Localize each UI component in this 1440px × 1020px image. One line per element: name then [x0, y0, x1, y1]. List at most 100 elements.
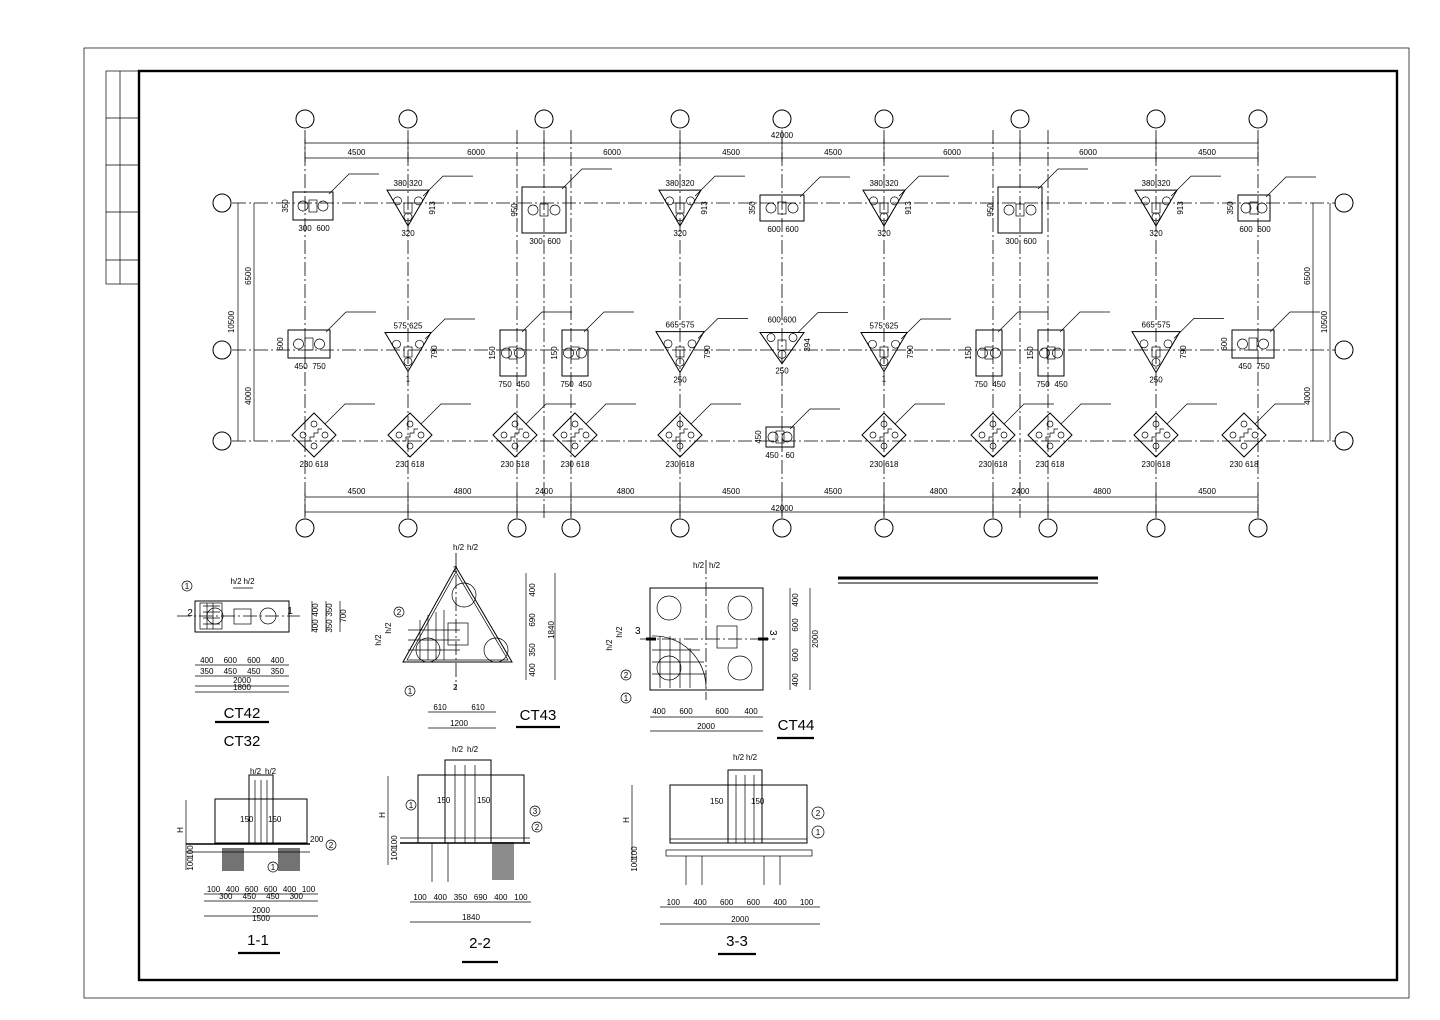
ct43-right-3: 350: [528, 643, 537, 657]
cap-dim-label: 913: [700, 201, 709, 215]
detail-dim-label: 100: [413, 893, 427, 902]
axis-bubble-bottom: [874, 518, 894, 538]
sec11-total-2: 1500: [252, 914, 270, 923]
detail-dim-label: 100: [514, 893, 528, 902]
detail-dim-label: 450: [243, 892, 257, 901]
cap-dim-label: 575 625: [870, 321, 899, 330]
detail-dim-label: 300: [290, 892, 304, 901]
sec33-total: 2000: [731, 915, 749, 924]
axis-bubble-left: [212, 340, 232, 360]
sec11-marker-1: 1: [271, 863, 276, 872]
ct42-bottom-total-2: 1800: [233, 683, 251, 692]
axis-bubble-bottom: [1146, 518, 1166, 538]
cap-dim-label: 600: [316, 224, 330, 233]
leader-line: [324, 403, 375, 425]
detail-dim-label: 100: [667, 898, 681, 907]
cap-dim-label: 450: [294, 362, 308, 371]
ct42-h2-right: h/2: [243, 577, 255, 586]
cap-dim-label: 600: [767, 225, 781, 234]
diamond-pile-cap: 230 618: [1027, 403, 1111, 469]
top-axis-dim: 4500: [348, 148, 366, 157]
cap-dim-label: 450: [1054, 380, 1068, 389]
diamond-pile-cap: 230 618: [291, 403, 375, 469]
sec22-h-label: H: [378, 812, 387, 818]
sec33-h2-right: h/2: [746, 753, 758, 762]
ct43-marker-1: 1: [408, 687, 413, 696]
diamond-pile-cap: 230 618: [861, 403, 945, 469]
top-axis-dim: 4500: [1198, 148, 1216, 157]
ct32-title: CT32: [224, 733, 261, 750]
ct43-title: CT43: [520, 707, 557, 724]
leader-line: [797, 312, 848, 333]
diamond-pile-cap: 230 618: [492, 403, 576, 469]
diamond-pile-cap: 230 618: [1133, 403, 1217, 469]
cap-dim-label: 230 618: [666, 460, 695, 469]
cap-dim-label: 300: [1005, 237, 1019, 246]
leader-line: [1060, 403, 1111, 425]
top-total-dim: 42000: [771, 131, 794, 140]
ct44-left-h2a: h/2: [605, 639, 614, 651]
ct42-side-3: 350: [325, 603, 334, 617]
leader-line: [521, 311, 572, 333]
leader-line: [1170, 175, 1221, 197]
axis-bubble-top: [772, 109, 792, 129]
detail-dim-label: 400: [494, 893, 508, 902]
leader-line: [900, 318, 951, 340]
leader-line: [898, 175, 949, 197]
axis-bubble-bottom: [561, 518, 581, 538]
detail-ct43: h/2 h/2 2 2 2 1 h/2 h/2 400 690 350 400 …: [374, 543, 560, 729]
ct44-right-4: 400: [791, 673, 800, 687]
sec33-h-label: H: [622, 817, 631, 823]
ct44-marker-2: 2: [624, 671, 629, 680]
ct44-section-right: 3: [767, 630, 778, 636]
detail-dim-label: 690: [474, 893, 488, 902]
axis-bubble-bottom: [670, 518, 690, 538]
ct43-right-2: 690: [528, 613, 537, 627]
cap-dim-label: 600: [1220, 337, 1229, 351]
cap-dim-label: 230 618: [870, 460, 899, 469]
bottom-axis-dim: 2400: [535, 487, 553, 496]
leader-line: [1265, 176, 1316, 198]
bottom-axis-dim: 2400: [1012, 487, 1030, 496]
top-axis-dim: 4500: [722, 148, 740, 157]
ct44-right-1: 400: [791, 593, 800, 607]
ct44-title: CT44: [778, 717, 815, 734]
detail-dim-label: 450: [247, 667, 261, 676]
leader-line: [997, 311, 1048, 333]
cap-dim-label: 665 575: [1142, 321, 1171, 330]
sec22-h2-right: h/2: [467, 745, 479, 754]
cap-dim-label: 750: [498, 380, 512, 389]
leader-line: [420, 403, 471, 425]
sec22-marker-2: 2: [535, 823, 540, 832]
axis-bubble-top: [874, 109, 894, 129]
axis-bubble-top: [1010, 109, 1030, 129]
cap-dim-label: 600: [276, 337, 285, 351]
leader-line: [690, 403, 741, 425]
bottom-axis-dim: 4500: [1198, 487, 1216, 496]
cap-dim-label: 600: [1239, 225, 1253, 234]
cap-dim-label: 790: [1179, 345, 1188, 359]
cap-dim-label: 750: [974, 380, 988, 389]
sec11-h2-left: h/2: [250, 767, 262, 776]
cap-dim-label: 600: [1257, 225, 1271, 234]
ct42-marker-1: 1: [185, 582, 190, 591]
outer-border: [83, 47, 1410, 999]
sec33-150-left: 150: [710, 797, 724, 806]
detail-dim-label: 450: [266, 892, 280, 901]
detail-dim-label: 600: [747, 898, 761, 907]
detail-dim-label: 400: [226, 885, 240, 894]
leader-line: [1254, 403, 1305, 425]
ct43-left-h2b: h/2: [384, 622, 393, 634]
cap-dim-label: 320: [673, 229, 687, 238]
cap-dim-label: 320: [1149, 229, 1163, 238]
